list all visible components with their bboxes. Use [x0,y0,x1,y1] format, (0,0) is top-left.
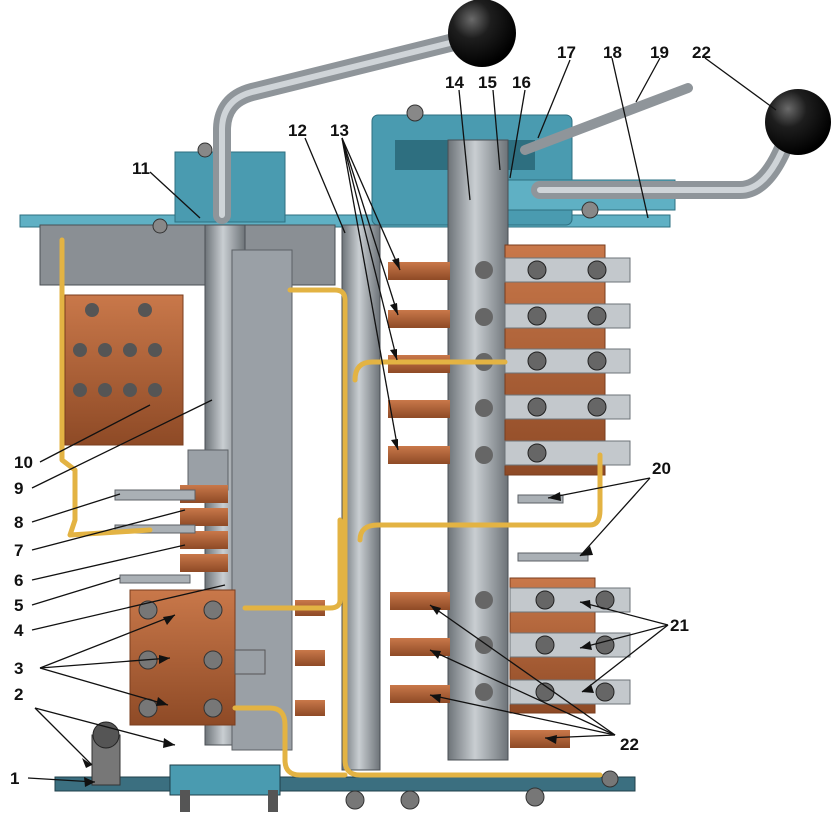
callout-22-bottom: 22 [620,735,639,754]
middle-column [341,224,381,771]
left-control-lever [213,0,516,224]
right-contacts-lower [509,494,631,714]
callout-13: 13 [330,121,349,140]
right-control-lever [531,89,831,199]
callout-3: 3 [14,659,24,678]
roller-arm [91,721,121,786]
leader-arrowheads [82,258,594,787]
callout-11: 11 [132,159,150,178]
callout-12: 12 [288,121,307,140]
right-contacts-upper [504,244,631,476]
callout-2: 2 [14,685,24,704]
callout-8: 8 [14,513,24,532]
callout-20: 20 [652,459,671,478]
wiring [59,237,603,778]
left-contact-block [129,589,266,726]
callout-10: 10 [14,453,33,472]
callout-7: 7 [14,541,24,560]
callout-15: 15 [478,73,497,92]
right-shaft [447,139,509,761]
base-plate [54,764,636,812]
terminal-block [64,294,184,446]
callout-21: 21 [670,616,689,635]
callout-19: 19 [650,43,669,62]
callout-22-top: 22 [692,43,711,62]
callout-1: 1 [10,769,20,788]
lever-19 [520,83,693,155]
callout-18: 18 [603,43,622,62]
callout-14: 14 [445,73,464,92]
callout-16: 16 [512,73,531,92]
callout-4: 4 [14,621,24,640]
leader-lines [27,57,777,783]
callout-9: 9 [14,479,24,498]
left-copper-discs [114,485,228,584]
callout-5: 5 [14,596,24,615]
callout-17: 17 [557,43,576,62]
callout-6: 6 [14,571,24,590]
